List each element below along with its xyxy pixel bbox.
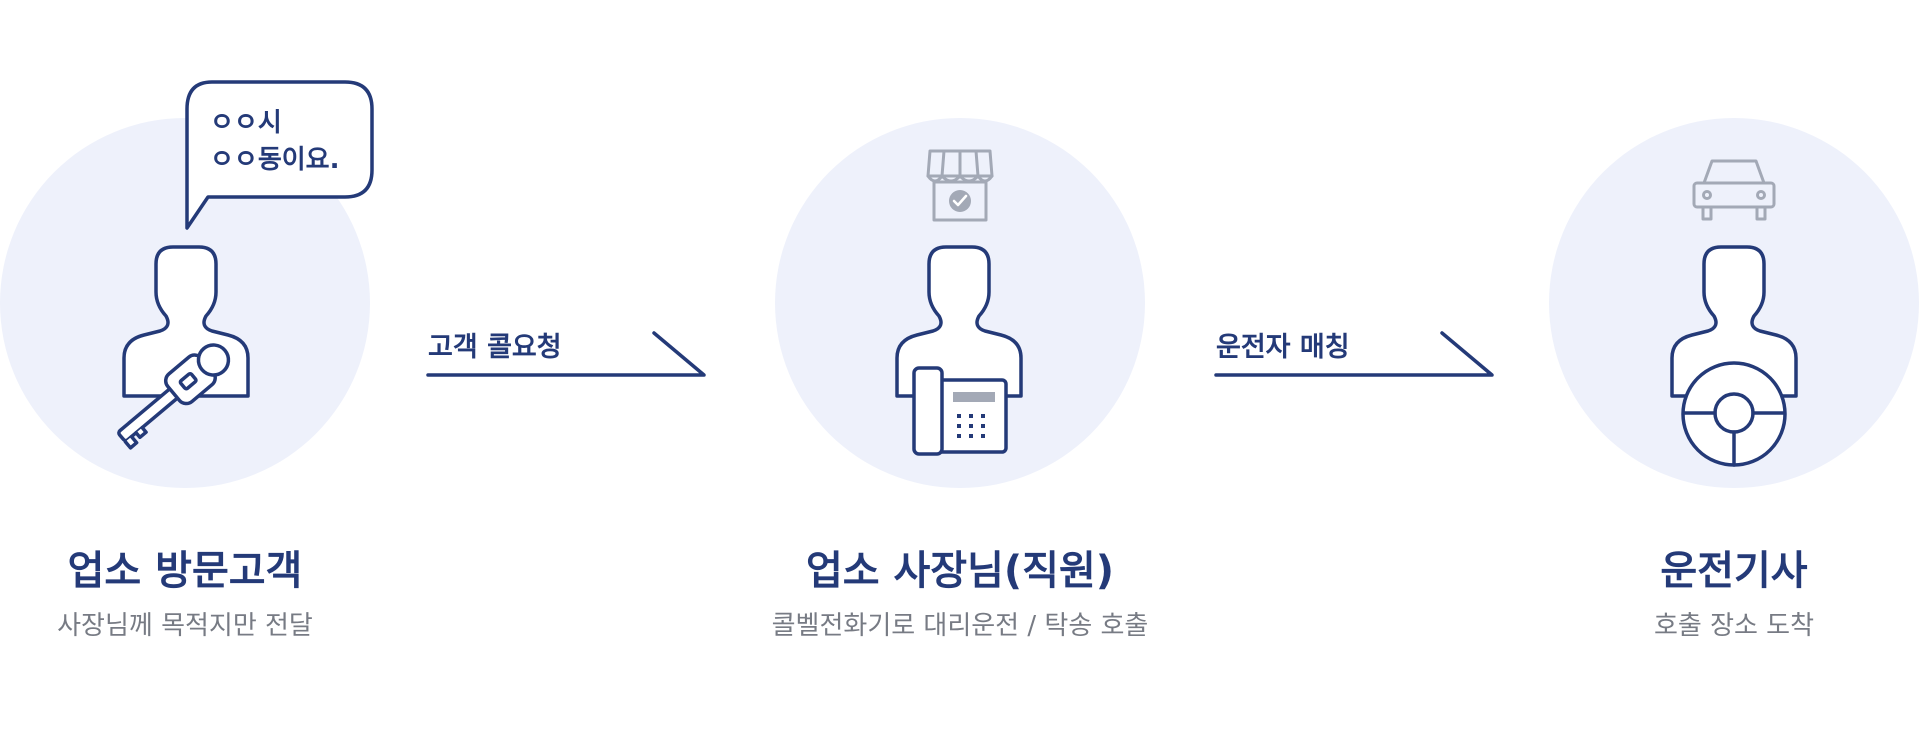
step-2-title: 업소 사장님(직원)	[806, 548, 1114, 594]
arrow-driver-matching: 운전자 매칭	[1214, 331, 1494, 377]
arrow-1-line	[426, 331, 706, 377]
arrow-customer-request: 고객 콜요청	[426, 331, 706, 377]
step-2-desc: 콜벨전화기로 대리운전 / 탁송 호출	[772, 611, 1149, 641]
speech-bubble-icon: ㅇㅇ시 ㅇㅇ동이요.	[185, 80, 374, 230]
step-1-desc: 사장님께 목적지만 전달	[57, 611, 313, 641]
steering-wheel-icon	[1681, 361, 1787, 467]
person-icon	[895, 245, 1023, 398]
step-owner	[775, 118, 1145, 488]
bubble-line-1: ㅇㅇ시	[210, 108, 282, 138]
step-3-desc: 호출 장소 도착	[1654, 611, 1814, 641]
step-3-title: 운전기사	[1660, 548, 1807, 594]
bubble-line-2: ㅇㅇ동이요.	[210, 145, 339, 175]
arrow-label-2: 운전자 매칭	[1216, 332, 1350, 363]
step-customer: ㅇㅇ시 ㅇㅇ동이요.	[0, 80, 374, 488]
arrow-label-1: 고객 콜요청	[428, 332, 562, 363]
desk-phone-icon	[912, 366, 1008, 456]
arrow-2-line	[1214, 331, 1494, 377]
step-1-title: 업소 방문고객	[68, 548, 303, 594]
key-icon	[117, 343, 231, 450]
step-labels: 업소 방문고객 사장님께 목적지만 전달 업소 사장님(직원) 콜벨전화기로 대…	[57, 548, 1814, 641]
car-icon	[1692, 159, 1776, 221]
person-icon	[1670, 245, 1798, 398]
store-icon	[926, 149, 994, 222]
step-driver	[1549, 118, 1919, 488]
